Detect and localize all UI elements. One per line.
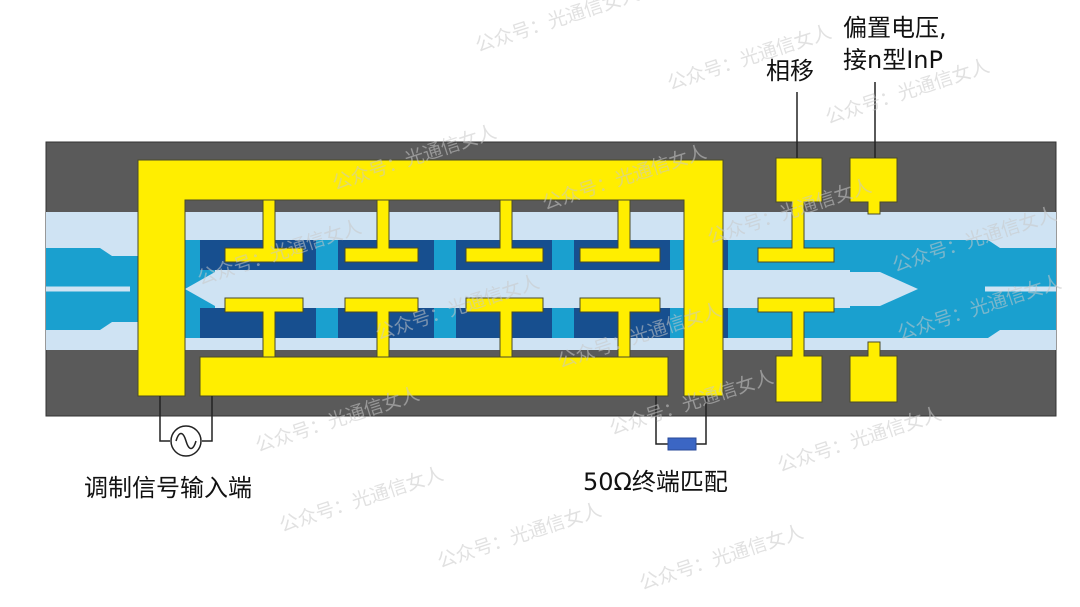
bias-pad-top xyxy=(849,157,898,215)
lower-electrode-2 xyxy=(344,297,419,358)
phase-electrode-top xyxy=(757,157,835,263)
signal-electrode-frame xyxy=(137,159,724,397)
source-lead-left xyxy=(159,396,170,442)
watermark: 公众号：光通信女人 xyxy=(637,521,806,595)
termination-label: 50Ω终端匹配 xyxy=(583,468,728,496)
watermark: 公众号：光通信女人 xyxy=(277,463,446,537)
lower-electrode-1 xyxy=(224,297,304,358)
ac-source-icon xyxy=(170,425,202,457)
upper-electrode-3 xyxy=(465,199,544,263)
upper-electrode-2 xyxy=(344,199,419,263)
lower-electrode-4 xyxy=(579,297,661,358)
wiring xyxy=(159,82,876,445)
termination-lead-right xyxy=(696,396,707,445)
phase-electrode-bottom xyxy=(757,297,835,403)
bias-voltage-label-1: 偏置电压, xyxy=(843,14,947,42)
bias-pad-bottom xyxy=(849,341,898,403)
modulation-input-label: 调制信号输入端 xyxy=(84,474,252,502)
resistor-icon xyxy=(667,437,697,451)
lower-arm-gaps xyxy=(316,308,850,338)
electrodes xyxy=(137,157,898,403)
upper-electrode-4 xyxy=(579,199,661,263)
source-lead-right xyxy=(202,396,213,442)
upper-electrode-1 xyxy=(224,199,304,263)
watermark: 公众号：光通信女人 xyxy=(435,499,604,573)
bias-voltage-label-2: 接n型InP xyxy=(843,46,943,74)
phase-shift-label: 相移 xyxy=(766,57,814,85)
lower-electrode-3 xyxy=(465,297,544,358)
ground-electrode xyxy=(199,356,669,397)
termination-lead-left xyxy=(655,396,668,445)
watermark: 公众号：光通信女人 xyxy=(473,0,642,57)
